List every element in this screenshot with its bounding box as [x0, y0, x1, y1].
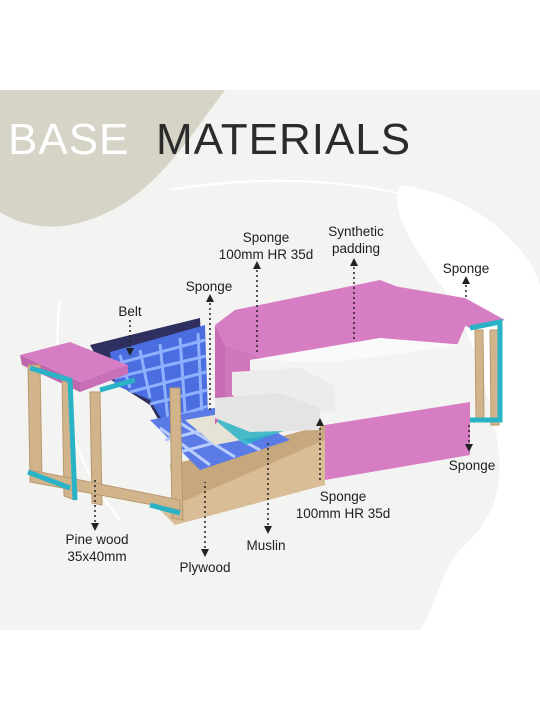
pine-wood-frame [27, 329, 500, 521]
label-plywood: Plywood [179, 560, 231, 575]
back-top-foam [215, 280, 470, 360]
label-sponge-100mm-bottom: Sponge 100mm HR 35d [295, 489, 391, 521]
label-sponge-right: Sponge [448, 458, 496, 473]
callout-arrowheads [91, 258, 473, 557]
teal-frame [27, 318, 503, 516]
title-materials: MATERIALS [156, 115, 412, 164]
title-base: BASE [8, 115, 130, 164]
white-blob [397, 185, 540, 630]
left-arm-foam [20, 342, 128, 382]
beige-blob [0, 90, 225, 227]
label-pine-wood: Pine wood 35x40mm [65, 532, 129, 564]
label-synthetic-padding: Synthetic padding [328, 224, 384, 256]
label-sponge-top-right: Sponge [442, 261, 490, 276]
wood-rail [170, 425, 325, 505]
seat-base-foam [325, 402, 470, 480]
decor-curve [169, 179, 540, 301]
sponge-100mm-lower [215, 393, 320, 432]
callout-lines [94, 262, 470, 553]
label-sponge-left: Sponge [185, 279, 233, 294]
plywood-front [155, 440, 325, 525]
label-belt: Belt [118, 304, 142, 319]
label-sponge-100mm-top: Sponge 100mm HR 35d [218, 230, 314, 262]
label-muslin: Muslin [246, 538, 286, 553]
